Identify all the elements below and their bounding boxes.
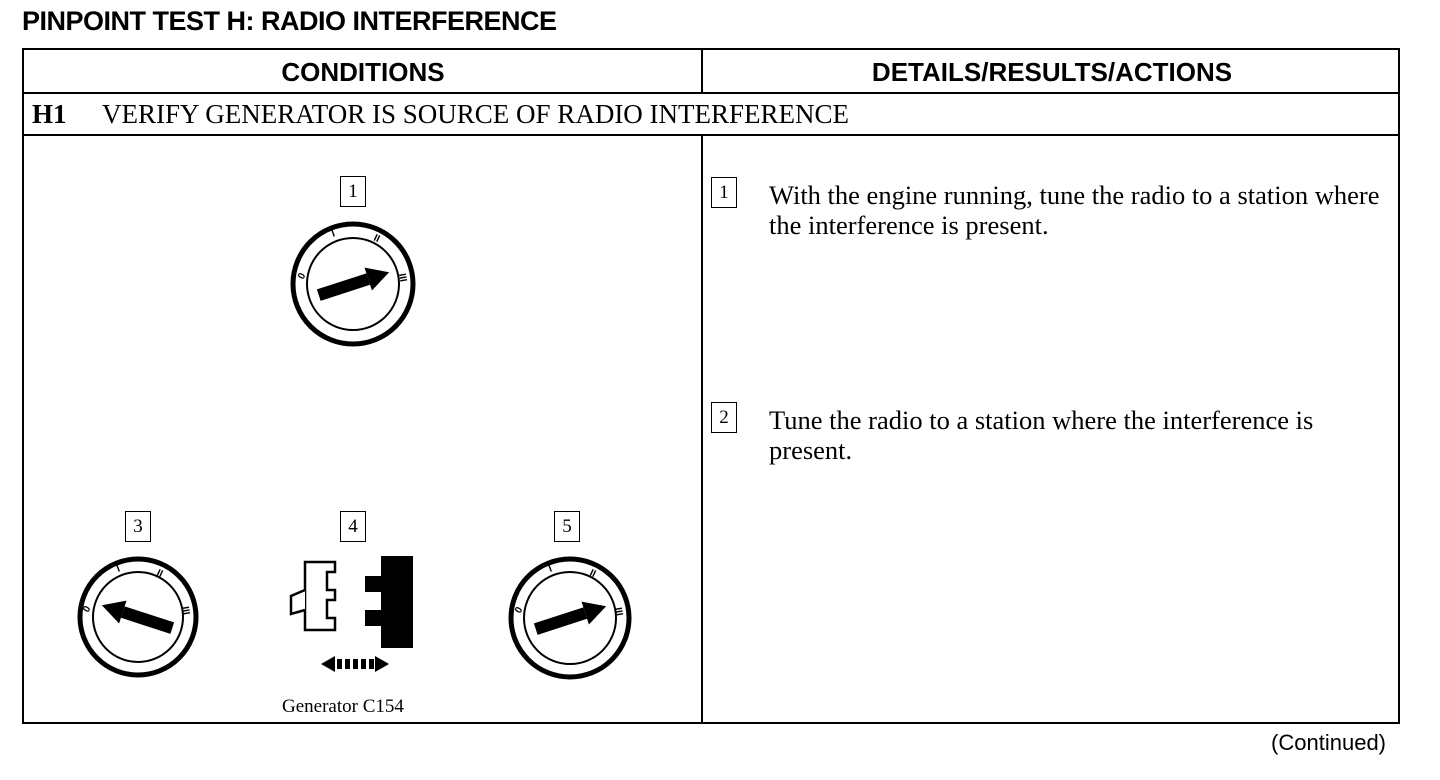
pinpoint-test-table: CONDITIONS DETAILS/RESULTS/ACTIONS H1 VE… (22, 48, 1400, 724)
switch-mark-2: II (155, 568, 165, 580)
figure-number-5: 5 (554, 511, 580, 542)
switch-mark-1: I (115, 563, 122, 574)
ignition-switch-icon: 0 I II III (290, 221, 416, 347)
switch-mark-3: III (179, 606, 191, 616)
connector-disconnect-icon (289, 556, 413, 672)
column-divider (701, 136, 703, 724)
switch-mark-1: I (547, 563, 554, 574)
switch-mark-1: I (330, 228, 337, 239)
switch-mark-0: 0 (81, 604, 94, 615)
figure-number-4: 4 (340, 511, 366, 542)
switch-mark-3: III (396, 273, 408, 283)
step-title: VERIFY GENERATOR IS SOURCE OF RADIO INTE… (102, 99, 850, 129)
action-number-1: 1 (711, 177, 737, 208)
switch-mark-2: II (588, 568, 598, 580)
continued-label: (Continued) (1271, 730, 1386, 755)
column-divider (701, 50, 703, 92)
switch-mark-3: III (612, 607, 624, 617)
figure-number-1: 1 (340, 176, 366, 207)
switch-mark-2: II (372, 233, 382, 245)
figure-number-3: 3 (125, 511, 151, 542)
step-id: H1 (32, 99, 67, 129)
ignition-switch-icon: 0 I II III (77, 556, 199, 678)
step-row: H1 VERIFY GENERATOR IS SOURCE OF RADIO I… (24, 94, 1398, 136)
switch-mark-0: 0 (513, 605, 526, 616)
details-header: DETAILS/RESULTS/ACTIONS (871, 57, 1233, 87)
table-header: CONDITIONS DETAILS/RESULTS/ACTIONS (24, 50, 1398, 94)
conditions-header: CONDITIONS (281, 57, 445, 87)
page-title: PINPOINT TEST H: RADIO INTERFERENCE (22, 6, 557, 36)
action-text-1: With the engine running, tune the radio … (769, 180, 1380, 240)
action-number-2: 2 (711, 402, 737, 433)
action-text-2: Tune the radio to a station where the in… (769, 405, 1314, 465)
ignition-switch-icon: 0 I II III (508, 556, 632, 680)
connector-caption: Generator C154 (282, 696, 404, 717)
switch-mark-0: 0 (296, 271, 309, 282)
